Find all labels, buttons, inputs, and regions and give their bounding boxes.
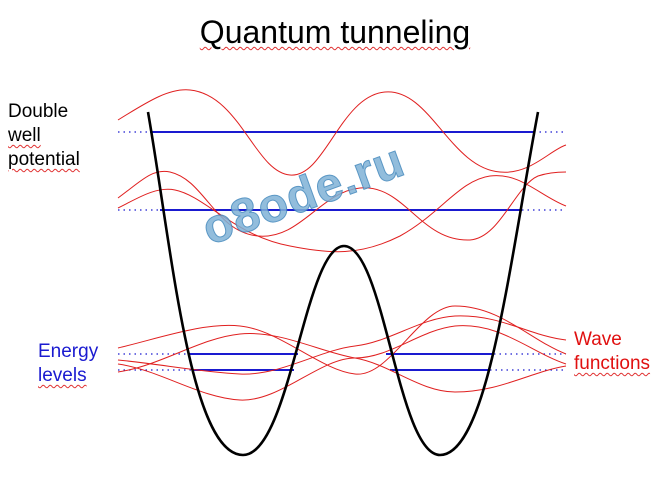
wave-functions-label: Wave functions (574, 328, 650, 376)
energy-levels-label: Energy levels (38, 340, 98, 388)
label-line: Wave (574, 329, 622, 350)
label-line: Energy (38, 341, 99, 362)
wavefunction-4a (117, 89, 567, 176)
double-well-potential-curve (146, 111, 540, 457)
wavefunction-1b (117, 333, 567, 393)
label-line: Double (8, 101, 69, 122)
diagram-title: Quantum tunneling (199, 14, 471, 50)
label-line: potential (8, 149, 80, 170)
label-line: functions (574, 353, 651, 374)
wavefunctions (117, 89, 567, 401)
wavefunction-2b (117, 315, 567, 375)
label-line: well (8, 125, 41, 146)
label-line: levels (38, 365, 87, 386)
energy-levels (150, 131, 534, 371)
wavefunction-2a (117, 305, 567, 375)
double-well-potential-label: Double well potential (8, 100, 80, 172)
wavefunction-3b (117, 175, 567, 253)
